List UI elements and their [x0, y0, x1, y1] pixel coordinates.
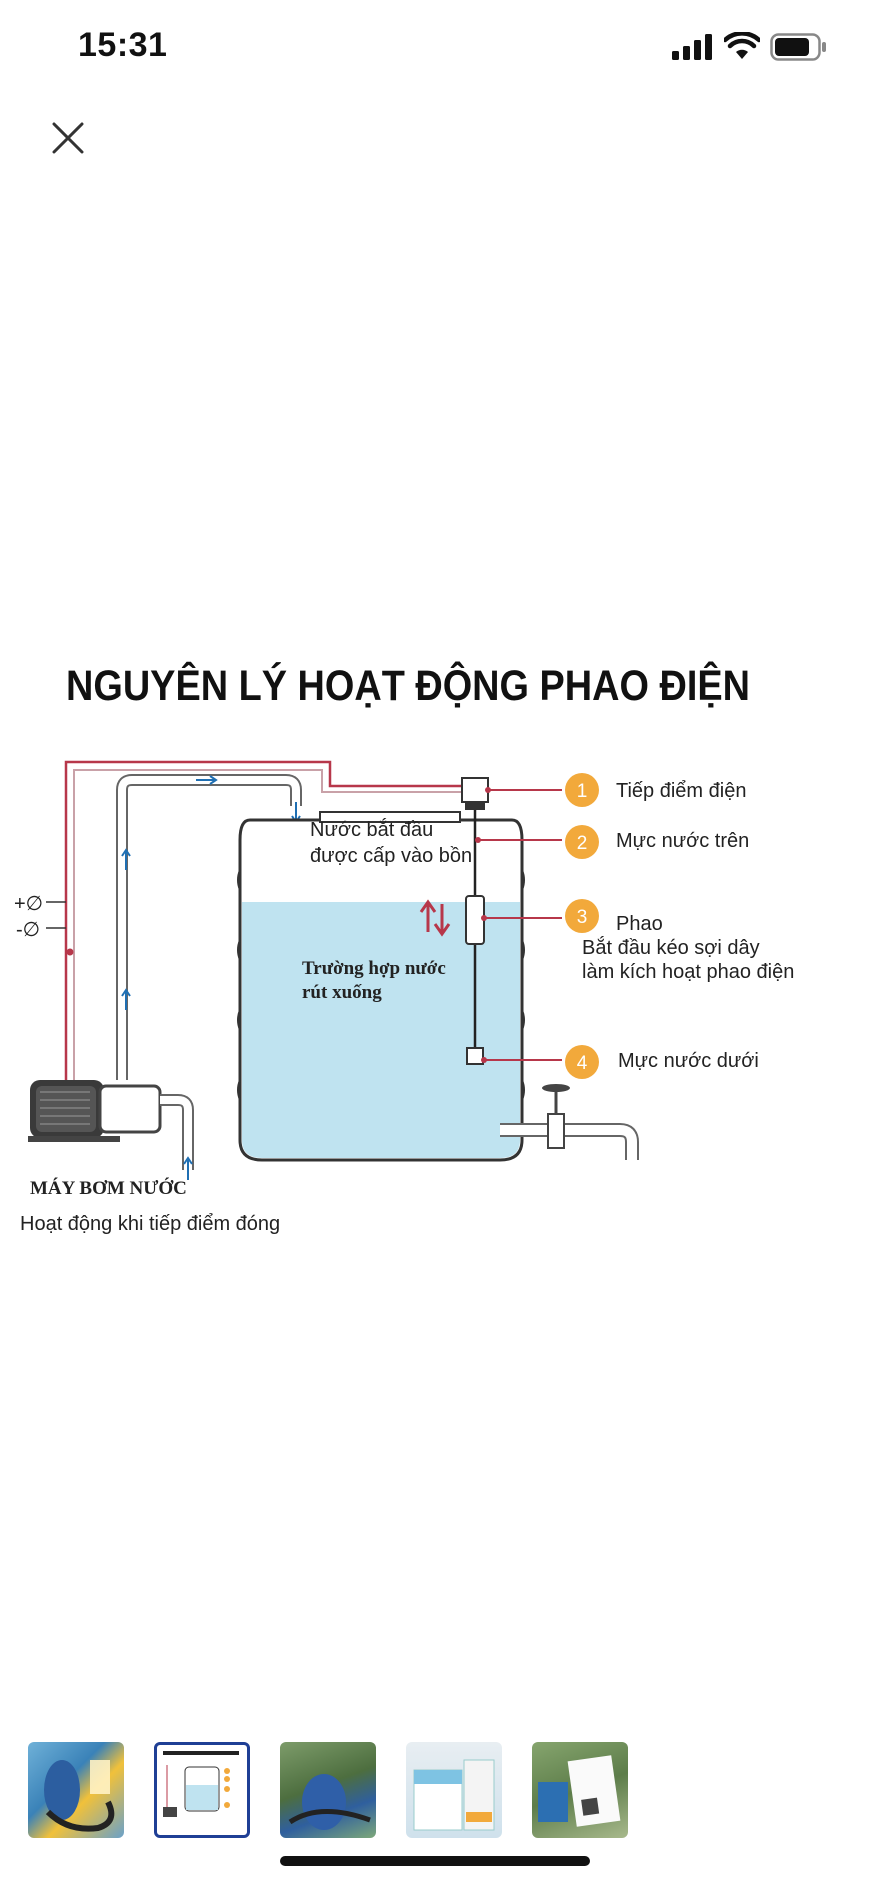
water-in-line1: Nước bắt đầu — [310, 818, 433, 841]
case-line1: Trường hợp nước — [302, 958, 446, 979]
callout-1-text: Tiếp điểm điện — [616, 780, 746, 802]
thumbnail-5[interactable] — [532, 1742, 628, 1838]
callout-4-number: 4 — [577, 1053, 588, 1074]
callout-4-text: Mực nước dưới — [618, 1050, 759, 1072]
status-bar: 15:31 — [0, 0, 871, 100]
diagram-title: NGUYÊN LÝ HOẠT ĐỘNG PHAO ĐIỆN — [66, 661, 750, 710]
home-indicator[interactable] — [280, 1856, 590, 1866]
close-icon — [52, 122, 84, 154]
terminal-plus: +∅ — [14, 893, 43, 915]
thumbnail-strip — [0, 1742, 871, 1842]
callout-2-number: 2 — [577, 833, 588, 854]
pump-note: Hoạt động khi tiếp điểm đóng — [20, 1213, 280, 1235]
thumbnail-3[interactable] — [280, 1742, 376, 1838]
thumbnail-1[interactable] — [28, 1742, 124, 1838]
callout-3-text: Phao — [616, 913, 663, 935]
thumbnail-2-selected[interactable] — [154, 1742, 250, 1838]
thumbnail-4[interactable] — [406, 1742, 502, 1838]
diagram-thumbnail-image — [163, 1751, 239, 1817]
close-button[interactable] — [50, 120, 86, 156]
product-box-image — [413, 1759, 495, 1831]
float-switch-image — [44, 1760, 115, 1832]
case-line2: rút xuống — [302, 982, 382, 1003]
pump-name: MÁY BƠM NƯỚC — [30, 1177, 187, 1199]
terminal-minus: -∅ — [16, 919, 40, 941]
callout-3-sub1: Bắt đầu kéo sợi dây — [582, 936, 760, 959]
callout-3-sub2: làm kích hoạt phao điện — [582, 961, 794, 983]
status-time: 15:31 — [78, 26, 168, 64]
water-in-line2: được cấp vào bồn — [310, 845, 472, 867]
callout-1-number: 1 — [577, 781, 588, 802]
wifi-icon — [724, 32, 760, 59]
callout-3-number: 3 — [577, 907, 588, 928]
product-image-diagram: NGUYÊN LÝ HOẠT ĐỘNG PHAO ĐIỆN — [0, 640, 871, 1240]
cellular-signal-icon — [672, 34, 712, 60]
battery-icon — [770, 33, 826, 61]
product-label-image — [538, 1755, 621, 1827]
callout-2-text: Mực nước trên — [616, 830, 749, 852]
float-in-garden-image — [288, 1774, 371, 1830]
